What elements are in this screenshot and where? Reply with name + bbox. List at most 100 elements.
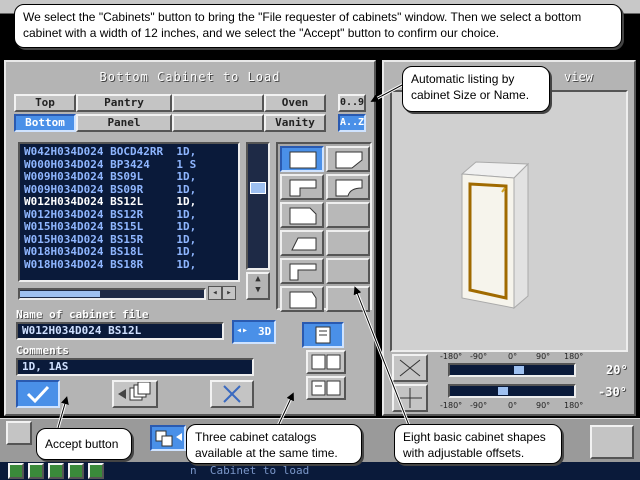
down-arrow-icon[interactable] — [28, 463, 44, 479]
right-arrow-icon[interactable] — [88, 463, 104, 479]
shape-empty-button-3[interactable] — [326, 258, 370, 284]
accept-button[interactable] — [16, 380, 60, 408]
rotate-horizontal-icon — [392, 354, 428, 382]
comments-field[interactable]: 1D, 1AS — [16, 358, 254, 376]
tick-label: 90° — [536, 401, 551, 410]
category-oven-button[interactable]: Oven — [264, 94, 326, 112]
file-list-row[interactable]: W018H034D024 BS18L 1D, — [24, 245, 197, 258]
axis-tilt-icon — [398, 388, 422, 408]
category-empty-button-2[interactable] — [172, 114, 264, 132]
file-requester-dialog: Bottom Cabinet to Load Top Pantry Oven B… — [4, 60, 376, 416]
cabinet-name-field[interactable]: W012H034D024 BS12L — [16, 322, 224, 340]
rotate-vertical-icon — [392, 384, 428, 412]
axis-rotate-icon — [399, 359, 421, 377]
angled-corner-shape-icon — [335, 151, 363, 169]
view-3d-button[interactable]: ◂▸ 3D — [232, 320, 276, 344]
rotation-2-slider[interactable] — [448, 384, 576, 398]
3d-label: 3D — [258, 325, 272, 338]
preview-title: view — [564, 70, 593, 84]
tick-label: -180° — [440, 352, 463, 361]
file-list-row[interactable]: W000H034D024 BP3424 1 S — [24, 157, 197, 171]
l-notch-shape-icon — [289, 263, 317, 281]
cabinets-button[interactable] — [150, 425, 186, 451]
callout-shapes: Eight basic cabinet shapes with adjustab… — [394, 424, 562, 464]
catalog-2-button[interactable] — [306, 350, 346, 374]
tool-button-right[interactable] — [590, 425, 634, 459]
tick-label: 0° — [508, 352, 518, 361]
comments-label: Comments — [16, 344, 69, 357]
arrow-icon: ◂▸ — [236, 325, 249, 336]
scrollbar-thumb[interactable] — [250, 181, 266, 194]
category-top-button[interactable]: Top — [14, 94, 76, 112]
file-list-row[interactable]: W015H034D024 BS15R 1D, — [24, 232, 197, 246]
scroll-up-icon[interactable]: ▲ — [255, 274, 261, 284]
tick-label: -90° — [470, 401, 488, 410]
tool-button-1[interactable] — [6, 421, 32, 445]
list-horizontal-scrollbar[interactable] — [18, 288, 206, 300]
file-list-row[interactable]: W009H034D024 BS09L 1D, — [24, 170, 197, 183]
tick-label: 0° — [508, 401, 518, 410]
shape-empty-button-4[interactable] — [326, 286, 370, 312]
file-list-row[interactable]: W018H034D024 BS18R 1D, — [24, 257, 197, 271]
clipped-shape-icon — [289, 207, 317, 225]
chamfer-shape-icon — [289, 291, 317, 309]
checkmark-icon — [26, 385, 50, 404]
file-list-row[interactable]: W012H034D024 BS12R 1D, — [24, 207, 197, 221]
up-arrow-icon[interactable] — [68, 463, 84, 479]
shape-chamfer-button[interactable] — [280, 286, 324, 312]
category-panel-button[interactable]: Panel — [76, 114, 172, 132]
tick-label: 180° — [564, 401, 584, 410]
file-list-row[interactable]: W042H034D024 BOCD42RR 1D, — [24, 145, 197, 158]
cancel-button[interactable] — [210, 380, 254, 408]
category-empty-button-1[interactable] — [172, 94, 264, 112]
3d-viewport[interactable] — [390, 90, 628, 352]
tick-label: 180° — [564, 352, 584, 361]
tick-label: 90° — [536, 352, 551, 361]
shape-diagonal-button[interactable] — [280, 230, 324, 256]
shape-curved-corner-button[interactable] — [326, 174, 370, 200]
hscroll-thumb[interactable] — [20, 291, 100, 297]
cabinet-3d-model — [460, 161, 530, 310]
list-vertical-scrollbar[interactable] — [246, 142, 270, 270]
rotation-1-thumb[interactable] — [513, 366, 524, 374]
diagonal-shape-icon — [291, 237, 317, 251]
shape-empty-button-2[interactable] — [326, 230, 370, 256]
catalog-double-icon — [311, 354, 341, 370]
category-vanity-button[interactable]: Vanity — [264, 114, 326, 132]
sort-by-name-button[interactable]: A..Z — [338, 114, 366, 132]
shape-rectangle-button[interactable] — [280, 146, 324, 172]
file-list-row[interactable]: W012H034D024 BS12L 1D, — [24, 195, 197, 208]
catalog-3-button[interactable] — [306, 376, 346, 400]
rotation-1-slider[interactable] — [448, 363, 576, 377]
cabinet-shapes-grid — [276, 142, 372, 312]
sort-by-size-button[interactable]: 0..9 — [338, 94, 366, 112]
callout-catalogs: Three cabinet catalogs available at the … — [186, 424, 362, 464]
file-list-row[interactable]: W015H034D024 BS15L 1D, — [24, 220, 197, 233]
shape-angled-corner-button[interactable] — [326, 146, 370, 172]
catalog-1-button[interactable] — [302, 322, 344, 348]
tick-label: -90° — [470, 352, 488, 361]
callout-instructions: We select the "Cabinets" button to bring… — [14, 4, 622, 48]
cabinet-file-list[interactable]: W042H034D024 BOCD42RR 1D,W000H034D024 BP… — [18, 142, 240, 282]
category-pantry-button[interactable]: Pantry — [76, 94, 172, 112]
shape-clipped-button[interactable] — [280, 202, 324, 228]
rotation-2-thumb[interactable] — [497, 387, 508, 395]
name-label: Name of cabinet file — [16, 308, 149, 321]
left-arrow-icon[interactable] — [48, 463, 64, 479]
scroll-right-icon[interactable]: ▸ — [222, 286, 236, 300]
shape-empty-button-1[interactable] — [326, 202, 370, 228]
status-bar: n Cabinet to load — [0, 462, 640, 480]
catalog-load-button[interactable] — [112, 380, 158, 408]
category-bottom-button[interactable]: Bottom — [14, 114, 76, 132]
scroll-arrows[interactable]: ▲ ▼ — [246, 272, 270, 300]
rectangle-shape-icon — [289, 151, 317, 169]
scroll-down-icon[interactable]: ▼ — [255, 285, 261, 295]
scroll-left-icon[interactable]: ◂ — [208, 286, 222, 300]
shape-l-notch-button[interactable] — [280, 258, 324, 284]
preview-panel: view -180° -90° 0° 90° 180° 20° -30° -18… — [382, 60, 636, 416]
dialog-title: Bottom Cabinet to Load — [99, 70, 281, 84]
shape-l-left-button[interactable] — [280, 174, 324, 200]
tick-label: -180° — [440, 401, 463, 410]
grid-icon[interactable] — [8, 463, 24, 479]
file-list-row[interactable]: W009H034D024 BS09R 1D, — [24, 182, 197, 196]
